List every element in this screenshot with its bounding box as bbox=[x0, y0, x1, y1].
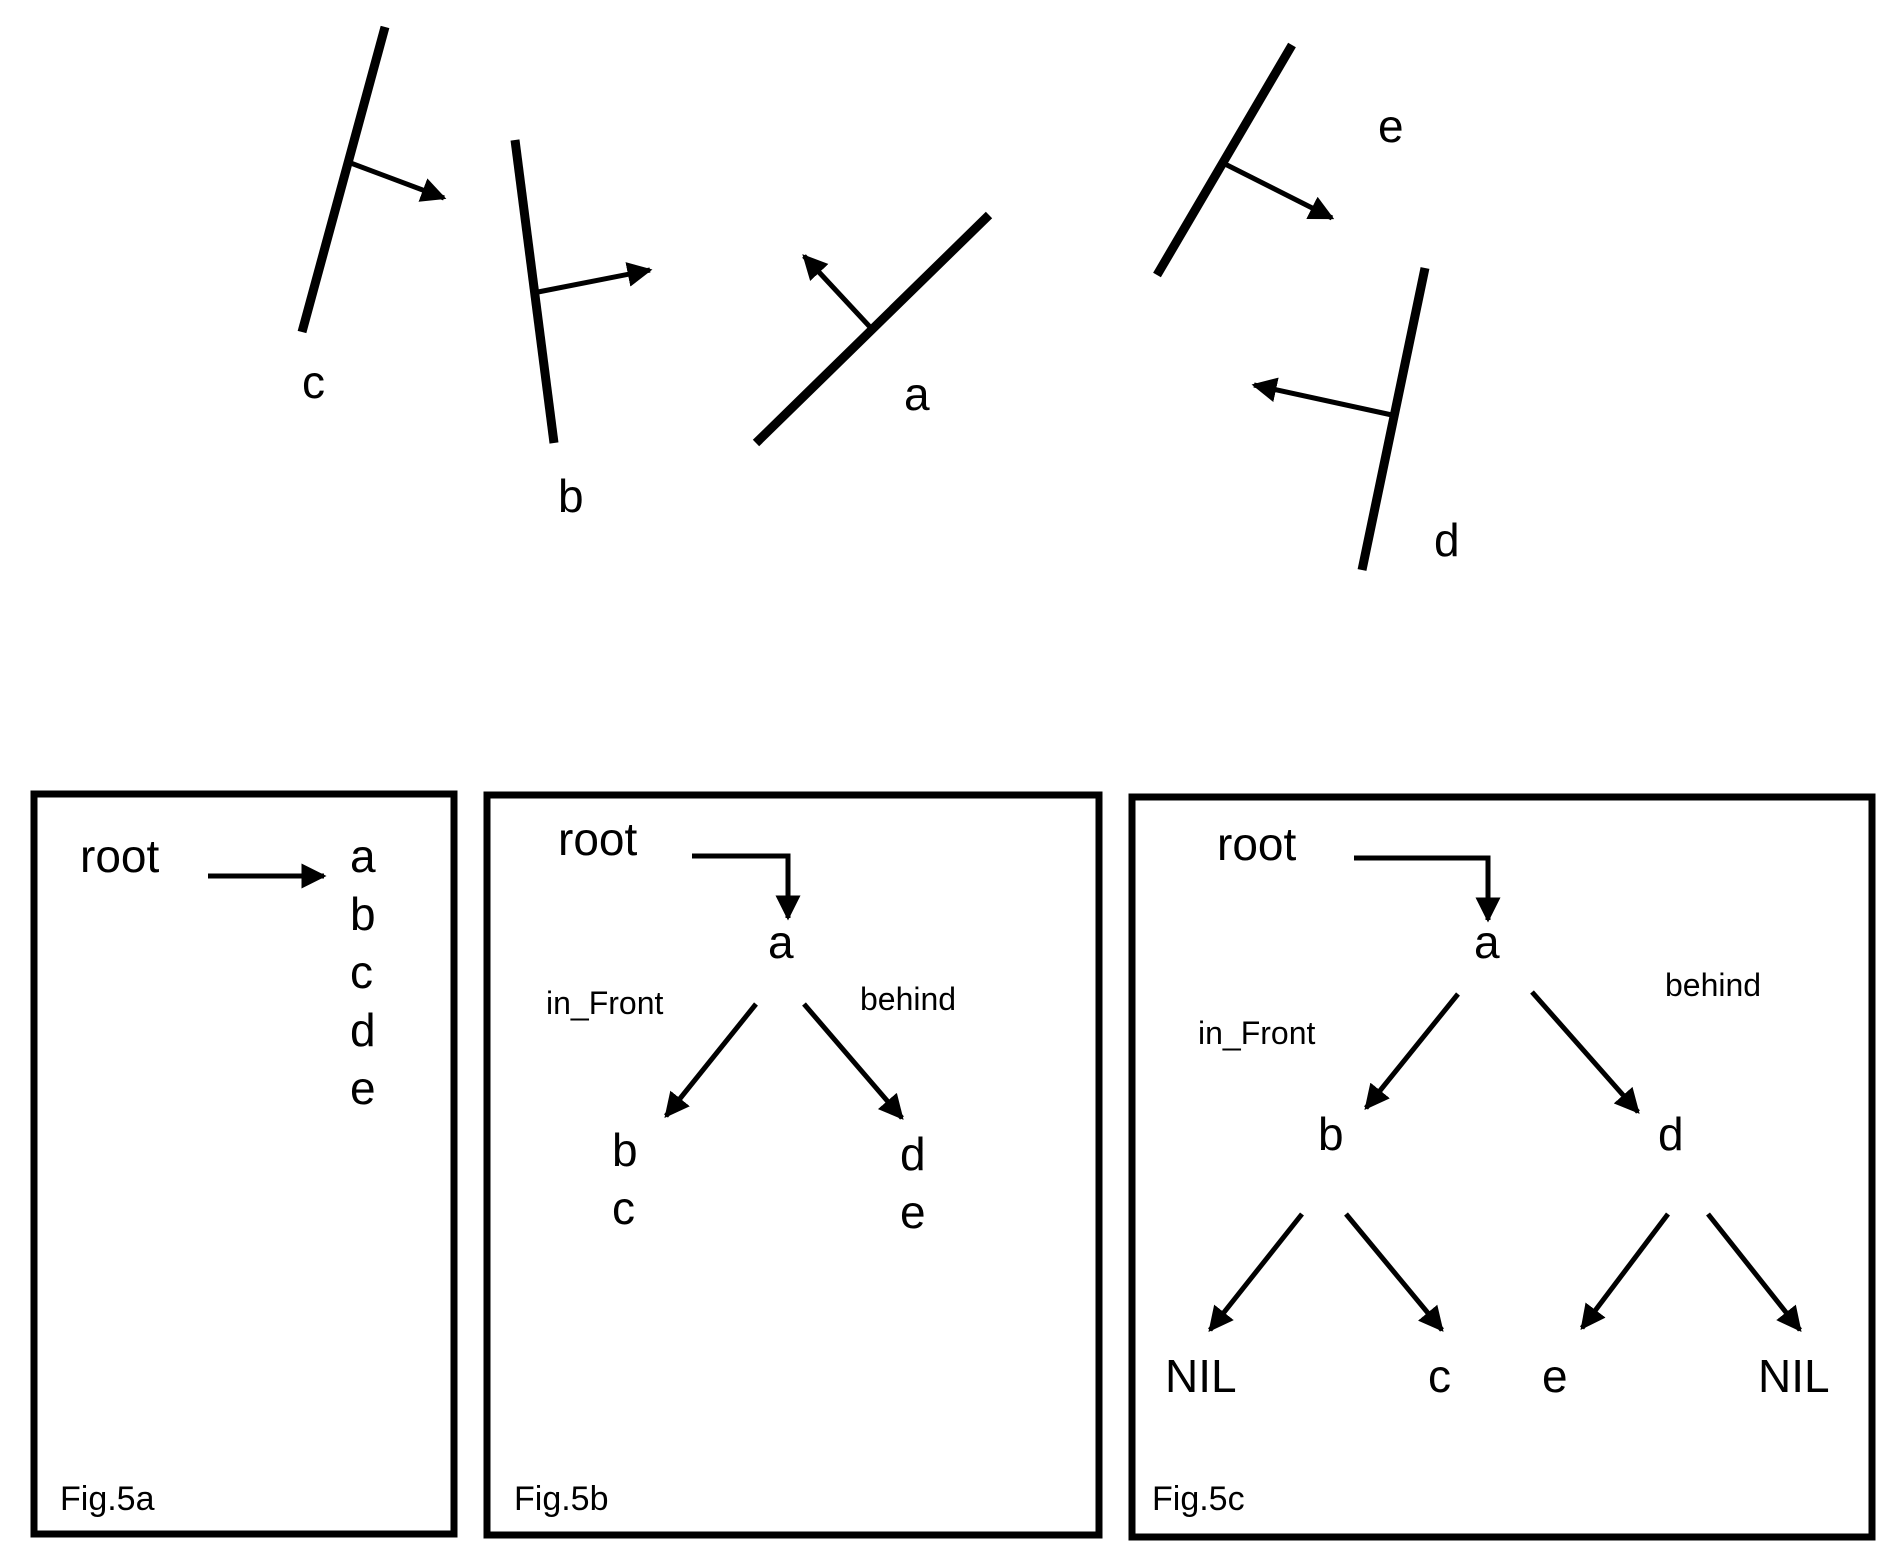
fig5b-front-label: in_Front bbox=[546, 985, 664, 1021]
fig5c-node-a: a bbox=[1474, 916, 1500, 968]
fig5c-behind-arrow bbox=[1530, 990, 1640, 1114]
fig5c-leaf-nil-right: NIL bbox=[1758, 1350, 1830, 1402]
fig5c-node-d: d bbox=[1658, 1108, 1684, 1160]
fig5b-root-arrow bbox=[692, 853, 801, 921]
fig5c-front-label: in_Front bbox=[1198, 1015, 1316, 1051]
fig5c-panel: root a in_Front behind b d NIL c e NIL F… bbox=[1128, 793, 1876, 1541]
fig5a-root-label: root bbox=[80, 830, 159, 882]
fig5b-behind-label: behind bbox=[860, 981, 956, 1017]
fig5b-node-a: a bbox=[768, 916, 794, 968]
segment-a-label: a bbox=[904, 368, 930, 420]
fig5b-root-label: root bbox=[558, 813, 637, 865]
fig5a-caption: Fig.5a bbox=[60, 1480, 155, 1518]
fig5c-behind-label: behind bbox=[1665, 967, 1761, 1003]
fig5c-node-b: b bbox=[1318, 1108, 1344, 1160]
segment-d bbox=[1357, 267, 1430, 571]
fig5a-frame bbox=[30, 790, 458, 1538]
segment-e-normal-arrow bbox=[1221, 160, 1335, 221]
segment-d-normal-arrow bbox=[1251, 377, 1393, 418]
segments-scene bbox=[297, 25, 1430, 571]
segment-e bbox=[1153, 42, 1296, 278]
fig5c-root-label: root bbox=[1217, 818, 1296, 870]
fig5a-list-item: b bbox=[350, 888, 376, 940]
segment-d-label: d bbox=[1434, 514, 1460, 566]
segment-c bbox=[297, 25, 390, 334]
segment-a bbox=[752, 211, 993, 447]
fig5b-frame bbox=[483, 791, 1103, 1539]
fig5a-list-item: a bbox=[350, 830, 376, 882]
fig5c-leaf-e: e bbox=[1542, 1350, 1568, 1402]
fig5b-behind-item: d bbox=[900, 1128, 926, 1180]
fig5c-d-left-arrow bbox=[1580, 1212, 1670, 1330]
fig5c-front-arrow bbox=[1364, 992, 1460, 1110]
fig5c-leaf-c: c bbox=[1428, 1350, 1451, 1402]
fig5b-front-item: c bbox=[612, 1182, 635, 1234]
fig5c-root-arrow bbox=[1354, 855, 1501, 923]
fig5c-caption: Fig.5c bbox=[1152, 1480, 1245, 1518]
fig5c-frame bbox=[1128, 793, 1876, 1541]
fig5b-panel: root a in_Front behind b c d e Fig.5b bbox=[483, 791, 1103, 1539]
segment-c-label: c bbox=[302, 356, 325, 408]
fig5c-leaf-nil-left: NIL bbox=[1165, 1350, 1237, 1402]
fig5b-behind-item: e bbox=[900, 1186, 926, 1238]
fig5a-panel: root a b c d e Fig.5a bbox=[30, 790, 458, 1538]
fig5c-b-left-arrow bbox=[1208, 1212, 1304, 1332]
segment-e-label: e bbox=[1378, 100, 1404, 152]
fig5c-b-right-arrow bbox=[1344, 1212, 1444, 1332]
fig5c-d-right-arrow bbox=[1706, 1212, 1802, 1332]
fig5a-list-item: e bbox=[350, 1062, 376, 1114]
segment-b-normal-arrow bbox=[537, 262, 653, 295]
fig5a-list-item: d bbox=[350, 1004, 376, 1056]
segment-a-normal-arrow bbox=[802, 254, 872, 329]
segment-c-normal-arrow bbox=[347, 159, 447, 202]
fig5b-caption: Fig.5b bbox=[514, 1480, 609, 1518]
fig5b-behind-arrow bbox=[802, 1002, 904, 1120]
segment-b bbox=[510, 139, 559, 444]
fig5a-list-item: c bbox=[350, 946, 373, 998]
fig5b-front-arrow bbox=[664, 1002, 758, 1118]
segment-labels: c b a e d bbox=[302, 100, 1460, 566]
segment-b-label: b bbox=[558, 470, 584, 522]
fig5b-front-item: b bbox=[612, 1124, 638, 1176]
